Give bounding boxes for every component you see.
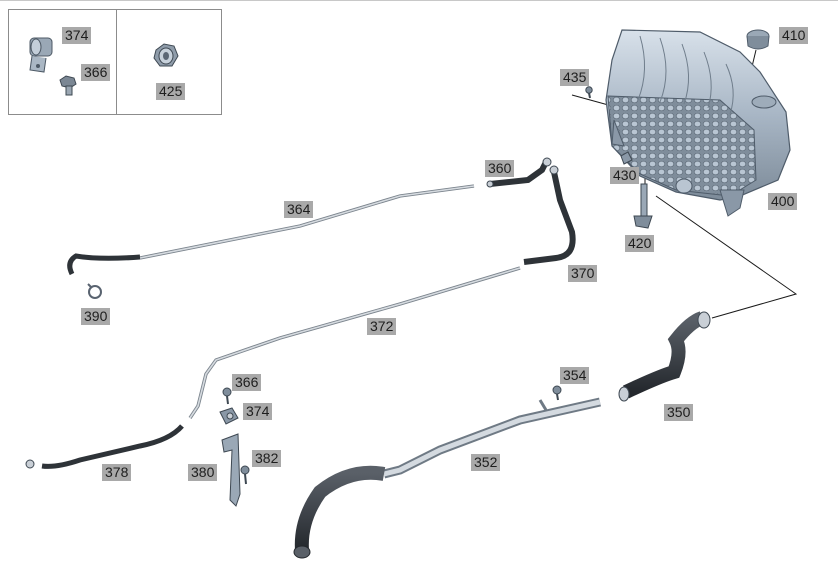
hose-350	[618, 311, 711, 402]
callout-366: 366	[232, 374, 262, 391]
clip-374-inset-icon	[29, 37, 53, 73]
callout-370: 370	[568, 265, 598, 282]
bolt-354-icon	[552, 385, 562, 401]
callout-354: 354	[560, 367, 590, 384]
callout-425-inset: 425	[156, 83, 186, 100]
callout-435: 435	[560, 69, 590, 86]
clip-374-icon	[219, 407, 239, 425]
nut-425-inset-icon	[153, 43, 179, 67]
clamp-390-icon	[87, 283, 102, 299]
hose-360	[486, 157, 552, 188]
callout-382: 382	[252, 450, 282, 467]
callout-378: 378	[102, 464, 132, 481]
callout-372: 372	[367, 318, 397, 335]
hose-378	[25, 424, 184, 469]
callout-366-inset: 366	[81, 64, 111, 81]
callout-360: 360	[485, 160, 515, 177]
callout-380: 380	[188, 464, 218, 481]
bolt-366-icon	[222, 387, 232, 405]
bolt-382-icon	[240, 465, 250, 485]
expansion-tank-400	[605, 29, 791, 217]
callout-400: 400	[768, 193, 798, 210]
sensor-420-icon	[633, 183, 653, 229]
bracket-380-icon	[221, 433, 241, 507]
line-372	[188, 266, 521, 419]
inset-divider	[116, 10, 117, 114]
bolt-366-inset-icon	[59, 75, 77, 96]
callout-352: 352	[471, 454, 501, 471]
callout-420: 420	[625, 235, 655, 252]
pipe-352	[293, 397, 601, 559]
cap-410-icon	[746, 29, 770, 50]
callout-390: 390	[81, 308, 111, 325]
top-border	[0, 0, 838, 1]
callout-374: 374	[243, 403, 273, 420]
callout-364: 364	[284, 201, 314, 218]
clip-430-icon	[620, 151, 633, 165]
hose-370	[523, 165, 576, 265]
callout-350: 350	[664, 404, 694, 421]
callout-430: 430	[610, 167, 640, 184]
detail-inset-box	[8, 9, 222, 115]
line-364	[67, 184, 475, 276]
callout-410: 410	[779, 27, 809, 44]
screw-435-icon	[585, 86, 593, 99]
callout-374-inset: 374	[62, 27, 92, 44]
